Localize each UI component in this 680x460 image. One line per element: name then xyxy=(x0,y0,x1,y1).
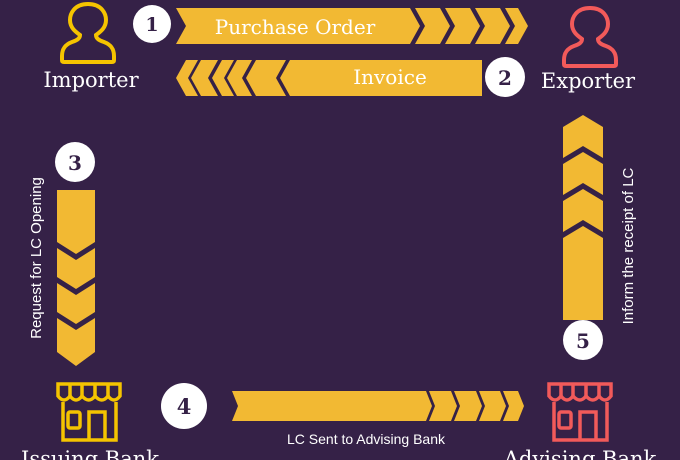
exporter-label: Exporter xyxy=(541,69,636,93)
inform-receipt-arrow xyxy=(563,115,603,320)
purchase-order-arrow xyxy=(176,8,528,44)
issuing-bank-store-icon xyxy=(56,382,122,442)
step-5-badge xyxy=(563,320,603,360)
step-2-badge xyxy=(485,57,525,97)
request-lc-arrow xyxy=(57,190,95,366)
step-4-badge xyxy=(161,383,207,429)
step-4-label: LC Sent to Advising Bank xyxy=(287,431,446,447)
issuing-bank-label: Issuing Bank xyxy=(21,447,159,460)
lc-sent-arrow xyxy=(232,391,524,421)
step-1-label: Purchase Order xyxy=(215,15,376,39)
invoice-arrow xyxy=(176,60,482,96)
importer-person-icon xyxy=(60,1,116,64)
exporter-person-icon xyxy=(562,5,618,68)
step-1-badge xyxy=(133,5,171,43)
advising-bank-label: Advising Bank xyxy=(503,447,657,460)
step-2-label: Invoice xyxy=(353,65,427,89)
step-5-label: Inform the receipt of LC xyxy=(620,167,637,324)
importer-label: Importer xyxy=(43,68,139,92)
step-3-label: Request for LC Opening xyxy=(28,177,45,339)
step-2-number: 2 xyxy=(498,66,512,90)
step-5-number: 5 xyxy=(576,329,590,353)
step-3-badge xyxy=(55,142,95,182)
step-1-number: 1 xyxy=(145,14,158,36)
step-4-number: 4 xyxy=(177,394,192,419)
advising-bank-store-icon xyxy=(547,382,613,442)
step-3-number: 3 xyxy=(68,151,82,175)
